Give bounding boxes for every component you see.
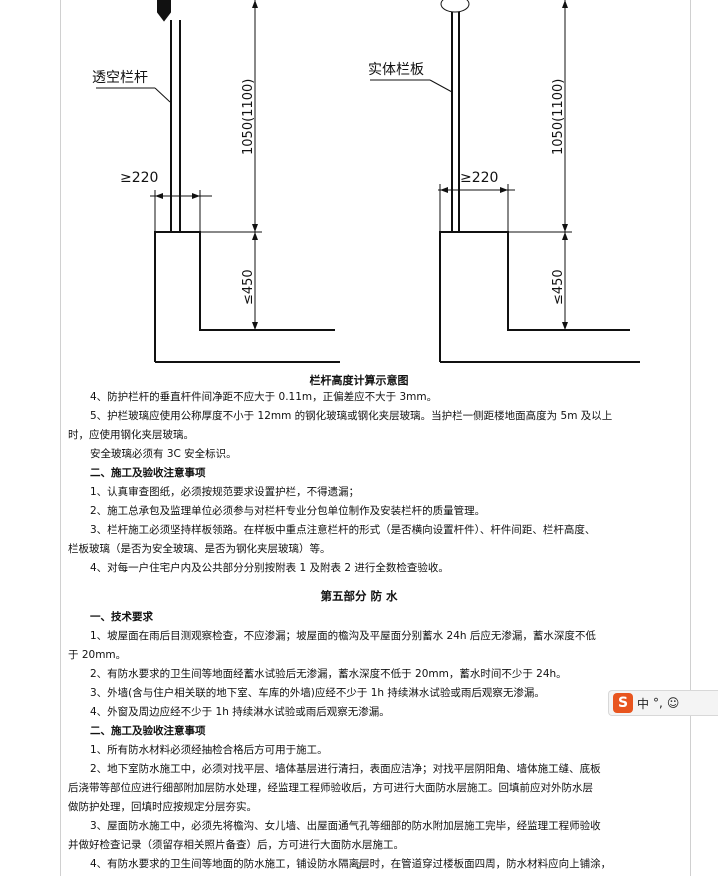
part-title: 第五部分 防 水 [320, 589, 398, 603]
paragraph-line: 3、屋面防水施工中，必须先将檐沟、女儿墙、出屋面通气孔等细部的防水附加层施工完毕… [90, 820, 601, 832]
paragraph-line: 于 20mm。 [68, 649, 127, 661]
paragraph-line: 并做好检查记录（须留存相关照片备查）后，方可进行大面防水层施工。 [68, 839, 404, 851]
paragraph-line: 1、所有防水材料必须经抽检合格后方可用于施工。 [90, 744, 328, 756]
paragraph-line: 做防护处理，回填时应按规定分层夯实。 [68, 801, 257, 813]
left-railing-knob [157, 0, 171, 22]
paragraph-line: 2、有防水要求的卫生间等地面经蓄水试验后无渗漏，蓄水深度不低于 20mm，蓄水时… [90, 668, 567, 680]
paragraph-line: 2、施工总承包及监理单位必须参与对栏杆专业分包单位制作及安装栏杆的质量管理。 [90, 505, 486, 517]
left-width-dim-label: ≥220 [120, 170, 158, 186]
page-number: 2 [356, 862, 362, 872]
section-heading: 一、技术要求 [90, 611, 153, 623]
paragraph-line: 4、有防水要求的卫生间等地面的防水施工，铺设防水隔离层时，在管道穿过楼板面四周，… [90, 858, 612, 870]
left-railing-label: 透空栏杆 [92, 70, 148, 86]
right-base-profile [439, 231, 630, 362]
ime-language-toggle[interactable]: 中 [637, 696, 650, 711]
page-right-edge [690, 0, 691, 876]
right-height-dim-label: 1050(1100) [551, 79, 566, 155]
paragraph-line: 4、外窗及周边应经不少于 1h 持续淋水试验或雨后观察无渗漏。 [90, 706, 390, 718]
page-left-edge [60, 0, 61, 876]
railing-figure: 透空栏杆 实体栏板 ≥220 ≥220 1050(1100) 1050(1100… [92, 0, 640, 363]
paragraph-line: 1、认真审查图纸，必须按规范要求设置护栏，不得遗漏； [90, 486, 360, 498]
left-height-dim-label: 1050(1100) [241, 79, 256, 155]
paragraph-line: 3、栏杆施工必须坚持样板领路。在样板中重点注意栏杆的形式（是否横向设置杆件）、杆… [90, 524, 596, 536]
paragraph-line: 3、外墙(含与住户相关联的地下室、车库的外墙)应经不少于 1h 持续淋水试验或雨… [90, 687, 545, 699]
section-heading: 二、施工及验收注意事项 [90, 467, 206, 479]
right-label-leader [429, 79, 453, 93]
right-width-dim-label: ≥220 [460, 170, 498, 186]
paragraph-line: 安全玻璃必须有 3C 安全标识。 [90, 448, 237, 460]
section-heading: 二、施工及验收注意事项 [90, 725, 206, 737]
right-railing-label: 实体栏板 [368, 62, 424, 78]
sogou-logo-icon[interactable]: S [613, 693, 633, 713]
left-base-dim-label: ≤450 [241, 269, 256, 305]
paragraph-line: 5、护栏玻璃应使用公称厚度不小于 12mm 的钢化玻璃或钢化夹层玻璃。当护栏一侧… [90, 410, 613, 422]
right-base-dim-label: ≤450 [551, 269, 566, 305]
paragraph-line: 1、坡屋面在雨后目测观察检查，不应渗漏；坡屋面的檐沟及平屋面分别蓄水 24h 后… [90, 630, 596, 642]
ime-emoji-icon[interactable]: ☺ [666, 696, 680, 710]
ime-toolbar[interactable]: S 中 °, ☺ [608, 690, 718, 716]
paragraph-line: 2、地下室防水施工中，必须对找平层、墙体基层进行清扫，表面应洁净；对找平层阴阳角… [90, 763, 601, 775]
paragraph-line: 栏板玻璃（是否为安全玻璃、是否为钢化夹层玻璃）等。 [68, 543, 331, 555]
left-label-leader [154, 87, 171, 103]
paragraph-line: 4、对每一户住宅户内及公共部分分别按附表 1 及附表 2 进行全数检查验收。 [90, 562, 449, 574]
figure-caption: 栏杆高度计算示意图 [309, 374, 409, 387]
ime-punctuation-toggle[interactable]: °, [653, 696, 663, 710]
paragraph-line: 后浇带等部位应进行细部附加层防水处理，经监理工程师验收后，方可进行大面防水层施工… [68, 782, 593, 794]
paragraph-line: 时，应使用钢化夹层玻璃。 [68, 429, 194, 441]
paragraph-line: 4、防护栏杆的垂直杆件间净距不应大于 0.11m，正偏差应不大于 3mm。 [90, 391, 438, 403]
